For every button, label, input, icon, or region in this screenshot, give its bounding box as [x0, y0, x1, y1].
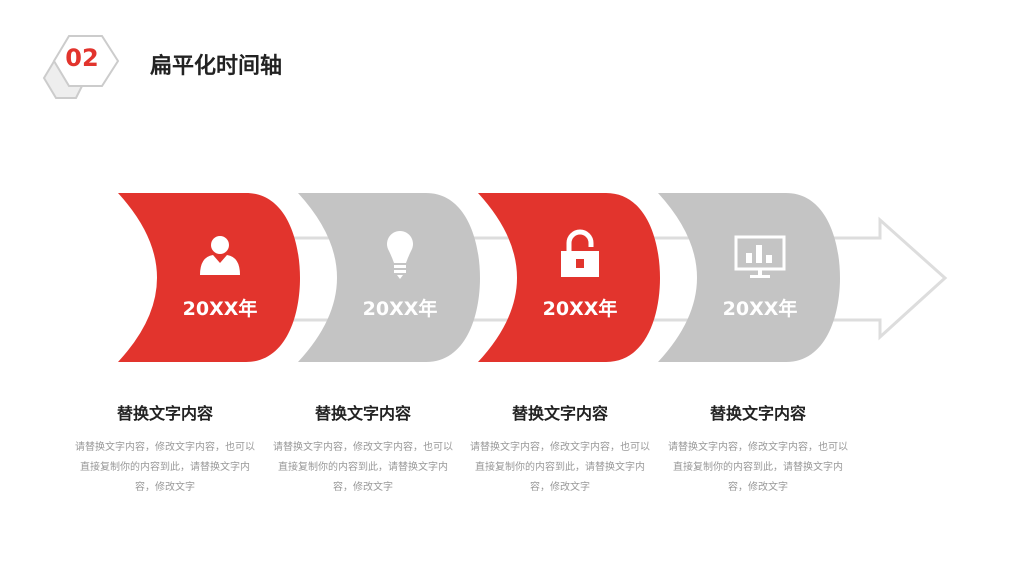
- step-description: 请替换文字内容，修改文字内容，也可以直接复制你的内容到此，请替换文字内容，修改文…: [273, 442, 453, 493]
- hexagon-badge: [42, 35, 120, 99]
- step-title: 替换文字内容: [709, 404, 806, 423]
- step-year: 20XX年: [182, 298, 258, 320]
- step-title: 替换文字内容: [314, 404, 411, 423]
- chart-monitor-icon: [734, 235, 786, 278]
- step-year: 20XX年: [542, 298, 618, 320]
- lightbulb-icon: [387, 231, 413, 279]
- step-description-block: 替换文字内容 请替换文字内容，修改文字内容，也可以直接复制你的内容到此，请替换文…: [470, 400, 650, 498]
- user-icon: [200, 236, 240, 275]
- timeline-step-shape: [118, 193, 300, 362]
- unlock-icon: [561, 229, 599, 277]
- step-title: 替换文字内容: [116, 404, 213, 423]
- timeline-step-shape: [658, 193, 840, 362]
- step-title: 替换文字内容: [511, 404, 608, 423]
- step-year: 20XX年: [722, 298, 798, 320]
- timeline-step-shape: [298, 193, 480, 362]
- step-description-block: 替换文字内容 请替换文字内容，修改文字内容，也可以直接复制你的内容到此，请替换文…: [75, 400, 255, 498]
- step-description: 请替换文字内容，修改文字内容，也可以直接复制你的内容到此，请替换文字内容，修改文…: [75, 442, 255, 493]
- section-number: 02: [65, 44, 99, 72]
- page-title: 扁平化时间轴: [150, 54, 283, 79]
- timeline-step-shape: [478, 193, 660, 362]
- step-description: 请替换文字内容，修改文字内容，也可以直接复制你的内容到此，请替换文字内容，修改文…: [470, 442, 650, 493]
- arrow-outline: [180, 216, 948, 341]
- step-year: 20XX年: [362, 298, 438, 320]
- step-description: 请替换文字内容，修改文字内容，也可以直接复制你的内容到此，请替换文字内容，修改文…: [668, 442, 848, 493]
- step-description-block: 替换文字内容 请替换文字内容，修改文字内容，也可以直接复制你的内容到此，请替换文…: [273, 400, 453, 498]
- step-description-block: 替换文字内容 请替换文字内容，修改文字内容，也可以直接复制你的内容到此，请替换文…: [668, 400, 848, 498]
